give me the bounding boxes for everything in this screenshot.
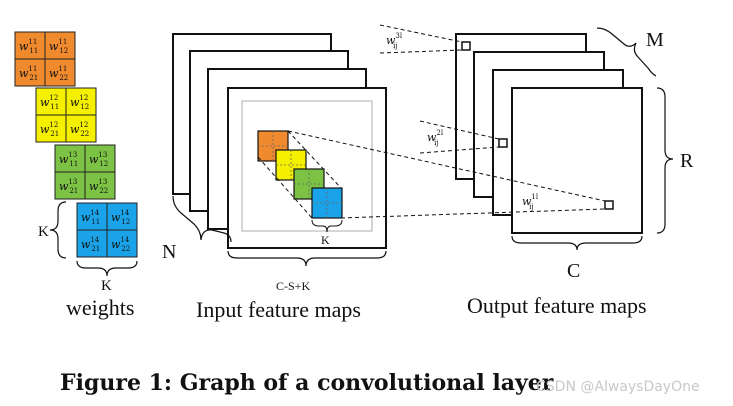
output-pixel-2	[498, 138, 508, 148]
k-label-weight-bottom: K	[101, 278, 112, 294]
figure-caption: Figure 1: Graph of a convolutional layer	[60, 370, 554, 396]
input-maps-label: Input feature maps	[196, 297, 361, 322]
csk-brace	[227, 250, 387, 267]
weight-cell	[106, 202, 138, 231]
output-pixel-1	[604, 200, 614, 210]
m-label: M	[646, 29, 664, 51]
weights-label: weights	[66, 295, 134, 320]
proj-2-bottom	[419, 146, 500, 154]
c-brace	[511, 235, 643, 251]
proj-1-bottom	[340, 208, 606, 219]
output-map-4	[511, 87, 643, 234]
k-brace-side	[49, 201, 67, 259]
r-label: R	[680, 150, 694, 172]
k-label-kernel: K	[321, 233, 330, 247]
weight-cell	[35, 114, 67, 143]
kernel-stack	[257, 130, 343, 219]
m-brace	[596, 27, 657, 77]
r-brace	[656, 87, 674, 234]
input-map-4	[227, 87, 387, 249]
weight-cell	[65, 87, 97, 116]
weight-cell	[14, 31, 46, 60]
weight-cell	[44, 58, 76, 87]
weight-cell	[65, 114, 97, 143]
csk-label: C-S+K	[276, 279, 310, 293]
weight-cell	[84, 171, 116, 200]
output-maps-label: Output feature maps	[467, 293, 647, 318]
input-feature-maps	[172, 33, 387, 249]
input-valid-region	[241, 100, 373, 232]
kernel-guide-upper	[287, 130, 342, 189]
k-brace-bottom	[76, 260, 138, 277]
output-pixel-3	[461, 41, 471, 51]
weight-cell	[84, 144, 116, 173]
output-feature-maps	[455, 33, 643, 234]
weight-cell	[14, 58, 46, 87]
c-label: C	[567, 260, 580, 282]
watermark: CSDN @AlwaysDayOne	[536, 379, 700, 395]
n-brace	[172, 195, 232, 243]
proj-3-bottom	[379, 49, 463, 54]
n-label: N	[162, 241, 176, 263]
k-label-weight-side: K	[38, 224, 49, 240]
proj-1-top	[287, 130, 606, 202]
k-brace-kernel	[311, 219, 343, 233]
weight-cell	[106, 229, 138, 258]
